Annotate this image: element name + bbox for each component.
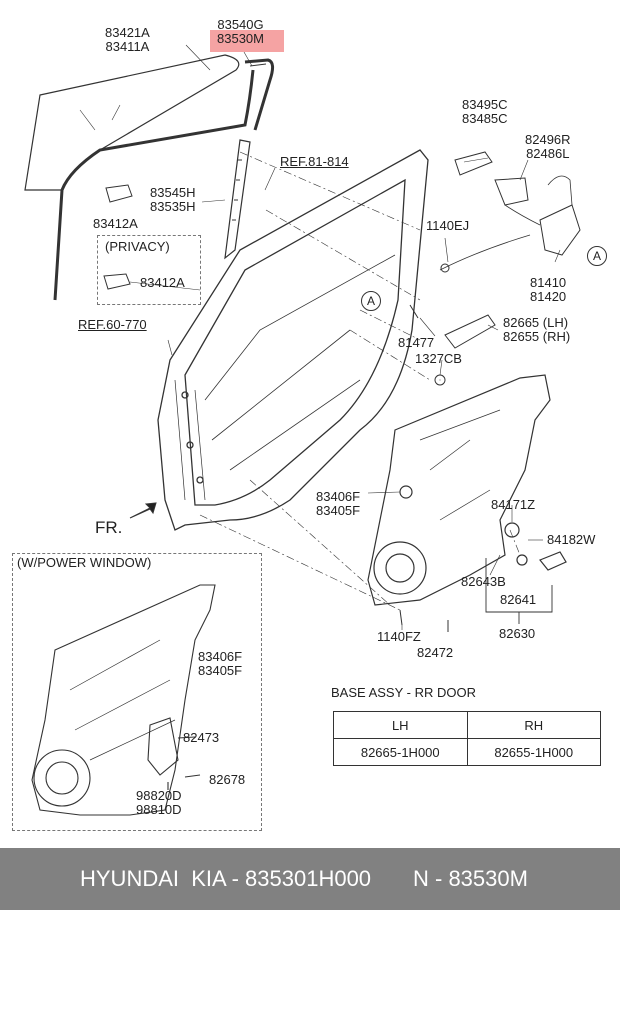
footer-part-code: N - 83530M [413,848,528,910]
latch-assembly [440,152,580,272]
guide-lines [200,152,520,610]
table-cell-rh: 82655-1H000 [467,739,601,766]
label-nut-1327cb[interactable]: 1327CB [415,352,462,366]
label-weather-strip-privacy[interactable]: 83412A [140,276,185,290]
label-bolt-1140ej[interactable]: 1140EJ [426,219,469,233]
label-weather-strip[interactable]: 83412A [93,217,138,231]
label-clip-84171z[interactable]: 84171Z [491,498,535,512]
ref-60-770[interactable]: REF.60-770 [78,318,147,332]
front-arrow [130,503,156,518]
label-screw-82678[interactable]: 82678 [209,773,245,787]
footer-brand-part: HYUNDAI KIA - 835301H000 [80,848,371,910]
label-knob-82641[interactable]: 82641 [500,593,536,607]
label-screw-81477[interactable]: 81477 [398,336,434,350]
label-bolt-1140fz[interactable]: 1140FZ [377,630,421,644]
label-power-window: (W/POWER WINDOW) [17,556,151,570]
footer-bar: HYUNDAI KIA - 835301H000 N - 83530M [0,848,620,910]
door-frame [158,150,428,530]
callout-a-right: A [587,246,607,266]
trim-panel [368,375,566,605]
door-glass [25,55,239,190]
sash-channel [225,140,250,258]
label-screw-82473[interactable]: 82473 [183,731,219,745]
table-header-rh: RH [467,712,601,739]
table-header-lh: LH [334,712,468,739]
base-assy-title: BASE ASSY - RR DOOR [331,686,476,700]
label-privacy: (PRIVACY) [105,240,170,254]
label-pin-82643b[interactable]: 82643B [461,575,506,589]
ref-81-814[interactable]: REF.81-814 [280,155,349,169]
label-clip-84182w[interactable]: 84182W [547,533,595,547]
label-assy-82630[interactable]: 82630 [499,627,535,641]
label-handle[interactable]: 82665 (LH)82655 (RH) [503,316,570,344]
label-screw-82472[interactable]: 82472 [417,646,453,660]
label-front: FR. [95,519,122,537]
table-cell-lh: 82665-1H000 [334,739,468,766]
callout-a-door: A [361,291,381,311]
base-assy-table: LH RH 82665-1H000 82655-1H000 [333,711,601,766]
